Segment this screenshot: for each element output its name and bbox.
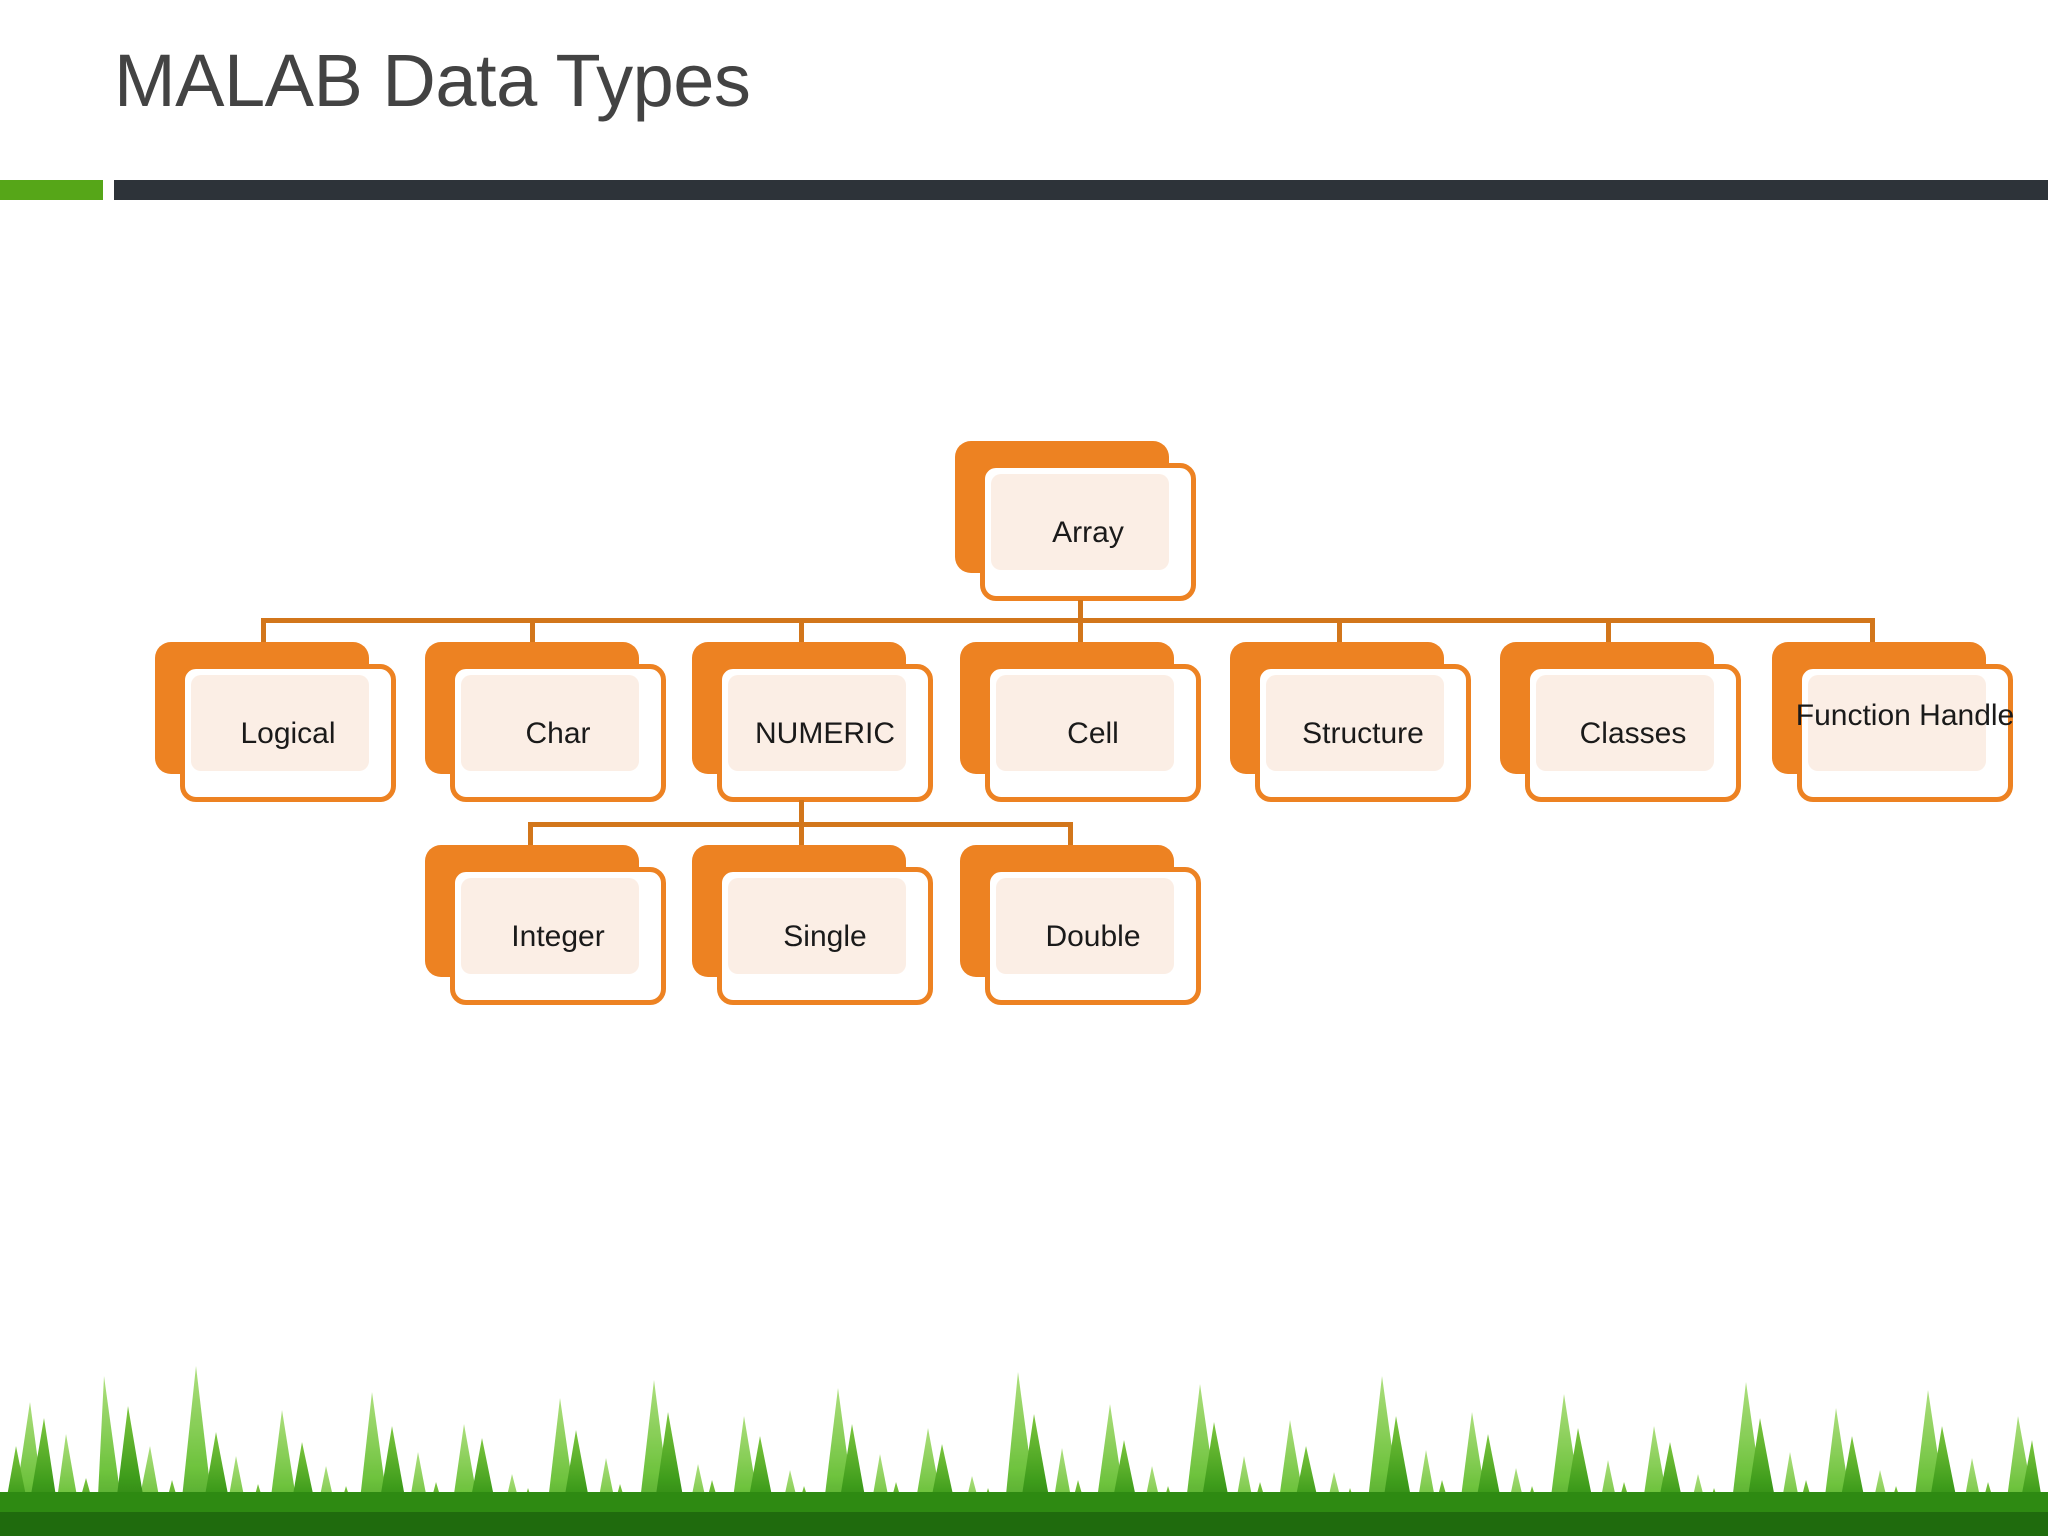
grass-decoration bbox=[0, 1306, 2048, 1536]
connector-drop-classes bbox=[1606, 618, 1611, 646]
connector-level2-bus bbox=[261, 618, 1875, 623]
node-array[interactable]: Array bbox=[955, 441, 1200, 606]
node-numeric-label: NUMERIC bbox=[755, 716, 895, 750]
node-single[interactable]: Single bbox=[692, 845, 937, 1010]
node-numeric[interactable]: NUMERIC bbox=[692, 642, 937, 807]
connector-drop-logical bbox=[261, 618, 266, 646]
node-classes-card: Classes bbox=[1525, 664, 1741, 802]
node-logical-card: Logical bbox=[180, 664, 396, 802]
node-structure[interactable]: Structure bbox=[1230, 642, 1475, 807]
node-single-label: Single bbox=[783, 919, 867, 953]
node-integer-card: Integer bbox=[450, 867, 666, 1005]
node-double[interactable]: Double bbox=[960, 845, 1205, 1010]
node-cell[interactable]: Cell bbox=[960, 642, 1205, 807]
node-char-label: Char bbox=[525, 716, 591, 750]
node-classes[interactable]: Classes bbox=[1500, 642, 1745, 807]
connector-drop-integer bbox=[528, 822, 533, 848]
node-structure-label: Structure bbox=[1302, 716, 1424, 750]
node-function-handle[interactable]: Function Handle bbox=[1772, 642, 2017, 807]
node-logical-label: Logical bbox=[240, 716, 336, 750]
connector-drop-char bbox=[530, 618, 535, 646]
node-double-label: Double bbox=[1045, 919, 1141, 953]
node-array-card: Array bbox=[980, 463, 1196, 601]
connector-drop-numeric bbox=[799, 618, 804, 646]
node-cell-card: Cell bbox=[985, 664, 1201, 802]
page-title: MALAB Data Types bbox=[114, 39, 751, 122]
node-single-card: Single bbox=[717, 867, 933, 1005]
connector-numeric-drop bbox=[799, 800, 804, 824]
accent-bar-green bbox=[0, 180, 103, 200]
node-numeric-card: NUMERIC bbox=[717, 664, 933, 802]
node-classes-label: Classes bbox=[1579, 716, 1687, 750]
node-cell-label: Cell bbox=[1067, 716, 1119, 750]
connector-drop-double bbox=[1068, 822, 1073, 848]
node-function-handle-label: Function Handle bbox=[1795, 699, 2015, 732]
node-integer[interactable]: Integer bbox=[425, 845, 670, 1010]
node-function-handle-card: Function Handle bbox=[1795, 664, 2015, 802]
connector-root-drop bbox=[1078, 600, 1083, 622]
connector-drop-structure bbox=[1337, 618, 1342, 646]
connector-drop-cell bbox=[1078, 618, 1083, 646]
node-double-card: Double bbox=[985, 867, 1201, 1005]
node-char-card: Char bbox=[450, 664, 666, 802]
accent-bar-dark bbox=[114, 180, 2048, 200]
node-array-label: Array bbox=[1052, 515, 1124, 549]
node-char[interactable]: Char bbox=[425, 642, 670, 807]
node-structure-card: Structure bbox=[1255, 664, 1471, 802]
node-logical[interactable]: Logical bbox=[155, 642, 400, 807]
connector-drop-single bbox=[799, 822, 804, 848]
node-integer-label: Integer bbox=[511, 919, 605, 953]
connector-drop-function-handle bbox=[1870, 618, 1875, 646]
